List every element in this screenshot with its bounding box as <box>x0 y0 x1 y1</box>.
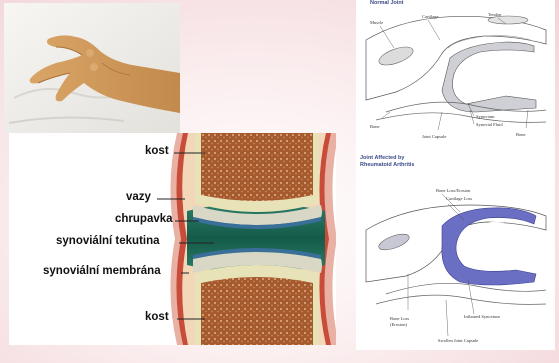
label-erosion: (Erosion) <box>390 322 407 327</box>
label-chrupavka: chrupavka <box>115 213 173 225</box>
label-bone-loss: Bone Loss <box>390 316 409 321</box>
label-joint-capsule: Joint Capsule <box>422 134 446 139</box>
label-bone: Bone <box>370 124 380 129</box>
label-tendon: Tendon <box>488 12 502 17</box>
hand-illustration <box>4 3 180 133</box>
label-synovial-fluid: Synovial Fluid <box>476 122 503 127</box>
label-cartilage-loss: Cartilage Loss <box>446 196 472 201</box>
label-bone-loss-erosion: Bone Loss/Erosion <box>436 188 471 193</box>
ra-title-line1: Joint Affected by <box>360 155 405 161</box>
hand-photo <box>4 3 180 133</box>
ra-joint-illustration: Joint Affected by Rheumatoid Arthritis B… <box>356 150 555 350</box>
normal-joint-figure: Normal Joint Muscle Cartilage Tendon Bon… <box>356 0 555 150</box>
label-muscle: Muscle <box>370 20 383 25</box>
label-synovialni-tekutina: synoviální tekutina <box>56 235 160 247</box>
label-swollen-capsule: Swollen Joint Capsule <box>438 338 478 343</box>
normal-joint-title: Normal Joint <box>370 0 404 6</box>
label-bone-right: Bone <box>516 132 526 137</box>
joint-diagram: kost vazy chrupavka synoviální tekutina … <box>9 133 336 345</box>
label-synovialni-membrana: synoviální membrána <box>43 265 161 277</box>
label-inflamed-synovium: Inflamed Synovium <box>464 314 500 319</box>
label-kost-top: kost <box>145 145 169 157</box>
label-cartilage: Cartilage <box>422 14 439 19</box>
ra-title-line2: Rheumatoid Arthritis <box>360 162 415 168</box>
normal-joint-illustration: Normal Joint Muscle Cartilage Tendon Bon… <box>356 0 555 150</box>
label-kost-bottom: kost <box>145 311 169 323</box>
label-vazy: vazy <box>126 191 151 203</box>
ra-joint-figure: Joint Affected by Rheumatoid Arthritis B… <box>356 150 555 350</box>
label-synovium: Synovium <box>476 114 495 119</box>
